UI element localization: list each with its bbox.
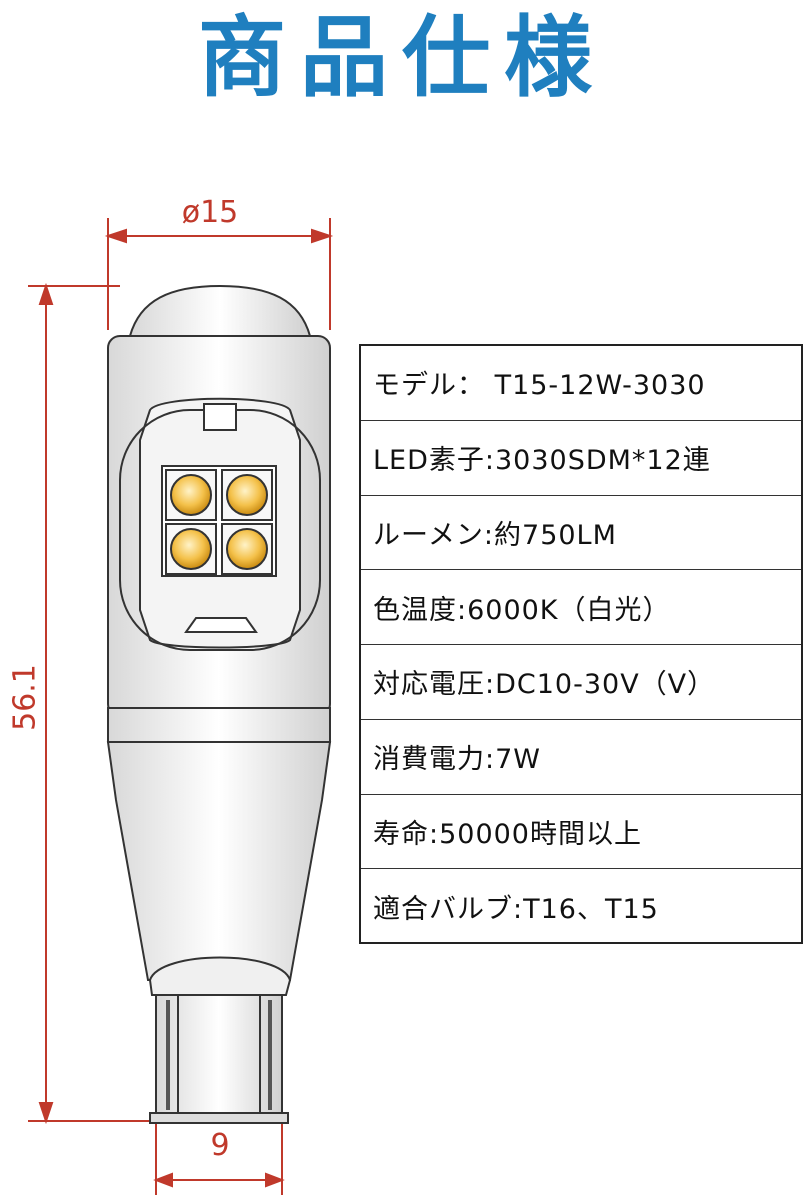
spec-row-lifespan: 寿命:50000時間以上 [361, 795, 801, 870]
spec-row-power: 消費電力:7W [361, 720, 801, 795]
spec-row-color-temp: 色温度:6000K（白光） [361, 570, 801, 645]
spec-row-led: LED素子:3030SDM*12連 [361, 421, 801, 496]
dimension-bottom-lines [153, 1110, 285, 1195]
length-label: 56.1 [7, 664, 43, 731]
spec-row-voltage: 対応電圧:DC10-30V（V） [361, 645, 801, 720]
led-chips [165, 469, 273, 575]
spec-row-lumen: ルーメン:約750LM [361, 496, 801, 571]
dimension-side-lines [28, 282, 170, 1125]
dimension-top-lines [104, 218, 334, 330]
spec-row-compatible: 適合バルブ:T16、T15 [373, 894, 659, 926]
page-title: 商品仕様 [197, 6, 606, 109]
spec-table: モデル： T15-12W-3030 LED素子:3030SDM*12連 ルーメン… [359, 344, 803, 944]
spec-row-model: モデル： T15-12W-3030 [361, 346, 801, 421]
base-width-label: 9 [210, 1128, 230, 1163]
diameter-label: ø15 [181, 195, 239, 230]
